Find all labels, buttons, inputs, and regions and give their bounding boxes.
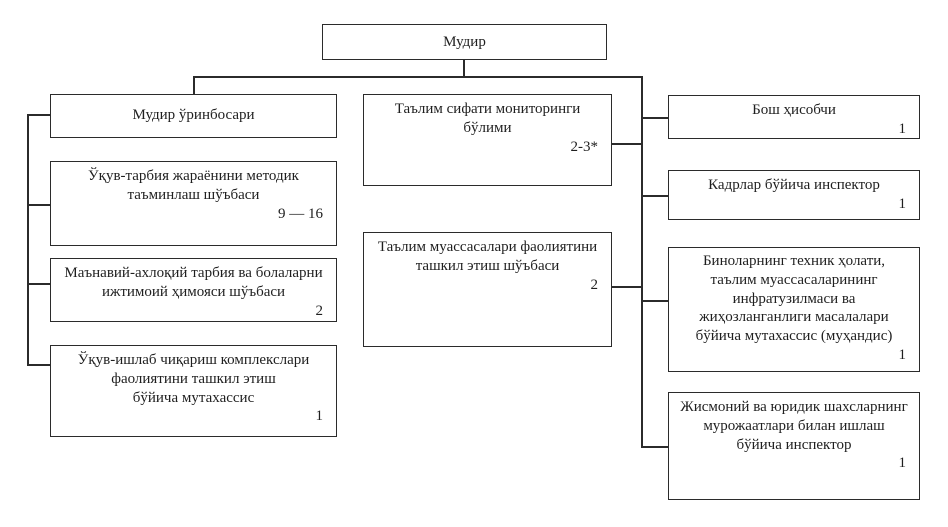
- connector-right-spine: [641, 76, 643, 448]
- connector-left-drop: [193, 76, 195, 95]
- org-box-headcount: 1: [898, 346, 907, 363]
- org-box-title: Маънавий-ахлоқий тарбия ва болаларни ижт…: [64, 265, 323, 300]
- connector-right-stub-4: [641, 446, 669, 448]
- org-box-headcount: 9 — 16: [278, 205, 323, 222]
- connector-middle-stub-2: [611, 286, 642, 288]
- connector-right-stub-3: [641, 300, 669, 302]
- connector-left-spine: [27, 114, 29, 366]
- connector-left-stub-1: [27, 204, 51, 206]
- connector-top-bus: [193, 76, 642, 78]
- org-box-title: Жисмоний ва юридик шахсларнинг мурожаатл…: [680, 399, 908, 453]
- org-box-title: Кадрлар бўйича инспектор: [708, 177, 880, 193]
- org-box-headcount: 1: [898, 195, 907, 212]
- org-box-headcount: 1: [898, 120, 907, 137]
- connector-left-stub-2: [27, 283, 51, 285]
- org-box-education-quality-monitoring-dept: Таълим сифати мониторинги бўлими 2-3*: [363, 94, 612, 186]
- org-box-production-complex-specialist: Ўқув-ишлаб чиқариш комплекслари фаолияти…: [50, 345, 337, 437]
- org-box-institution-activity-dept: Таълим муассасалари фаолиятини ташкил эт…: [363, 232, 612, 347]
- org-box-title: Ўқув-тарбия жараёнини методик таъминлаш …: [88, 168, 299, 203]
- connector-left-stub-3: [27, 364, 51, 366]
- org-box-methodical-support-dept: Ўқув-тарбия жараёнини методик таъминлаш …: [50, 161, 337, 246]
- org-box-chief-accountant: Бош ҳисобчи 1: [668, 95, 920, 139]
- connector-root-vertical: [463, 60, 465, 77]
- org-box-hr-inspector: Кадрлар бўйича инспектор 1: [668, 170, 920, 220]
- org-box-title: Мудир: [443, 34, 486, 50]
- org-box-headcount: 1: [315, 408, 324, 425]
- org-box-title: Биноларнинг техник ҳолати, таълим муасса…: [695, 253, 893, 344]
- org-box-headcount: 2: [590, 276, 599, 293]
- org-box-buildings-engineer-specialist: Биноларнинг техник ҳолати, таълим муасса…: [668, 247, 920, 372]
- connector-right-stub-2: [641, 195, 669, 197]
- org-box-title: Таълим муассасалари фаолиятини ташкил эт…: [377, 239, 598, 274]
- org-box-appeals-inspector: Жисмоний ва юридик шахсларнинг мурожаатл…: [668, 392, 920, 500]
- connector-right-stub-1: [641, 117, 669, 119]
- org-box-title: Ўқув-ишлаб чиқариш комплекслари фаолияти…: [77, 352, 310, 406]
- connector-deputy-stub: [27, 114, 51, 116]
- org-box-moral-education-dept: Маънавий-ахлоқий тарбия ва болаларни ижт…: [50, 258, 337, 322]
- org-box-headcount: 1: [898, 455, 907, 472]
- org-box-title: Бош ҳисобчи: [752, 102, 836, 118]
- org-box-headcount: 2-3*: [570, 138, 599, 155]
- org-box-title: Мудир ўринбосари: [132, 107, 255, 123]
- org-box-headcount: 2: [315, 302, 324, 319]
- org-box-deputy-director: Мудир ўринбосари: [50, 94, 337, 138]
- org-box-director: Мудир: [322, 24, 607, 60]
- org-box-title: Таълим сифати мониторинги бўлими: [394, 101, 581, 136]
- connector-middle-stub-1: [611, 143, 642, 145]
